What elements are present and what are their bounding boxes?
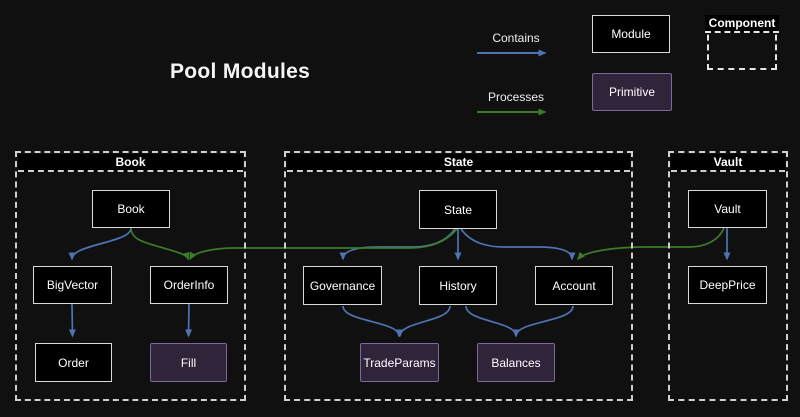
node-bigvector: BigVector xyxy=(33,266,112,304)
legend-processes-label: Processes xyxy=(487,90,545,104)
node-history: History xyxy=(419,266,497,305)
legend-module-box: Module xyxy=(592,15,670,53)
page-title: Pool Modules xyxy=(170,60,311,83)
node-orderinfo: OrderInfo xyxy=(150,266,228,304)
node-governance: Governance xyxy=(303,266,382,305)
container-vault: Vault xyxy=(668,151,788,401)
container-book-header: Book xyxy=(18,154,243,172)
legend-primitive-label: Primitive xyxy=(608,85,655,99)
node-balances: Balances xyxy=(477,343,555,382)
node-book: Book xyxy=(92,190,170,228)
legend-component-label: Component xyxy=(705,15,779,33)
legend-module-label: Module xyxy=(611,27,651,41)
container-state: State xyxy=(284,151,633,401)
container-book: Book xyxy=(15,151,246,401)
node-deepprice: DeepPrice xyxy=(688,266,767,304)
container-vault-header: Vault xyxy=(671,154,785,172)
legend-contains-label: Contains xyxy=(492,31,540,45)
container-state-header: State xyxy=(287,154,630,172)
node-account: Account xyxy=(535,266,613,305)
node-fill: Fill xyxy=(150,343,227,382)
node-state: State xyxy=(419,190,497,229)
legend-primitive-box: Primitive xyxy=(592,73,672,111)
legend-component-box: Component xyxy=(705,15,779,70)
node-vault: Vault xyxy=(688,190,767,228)
node-tradeparams: TradeParams xyxy=(360,343,439,382)
node-order: Order xyxy=(35,343,112,382)
